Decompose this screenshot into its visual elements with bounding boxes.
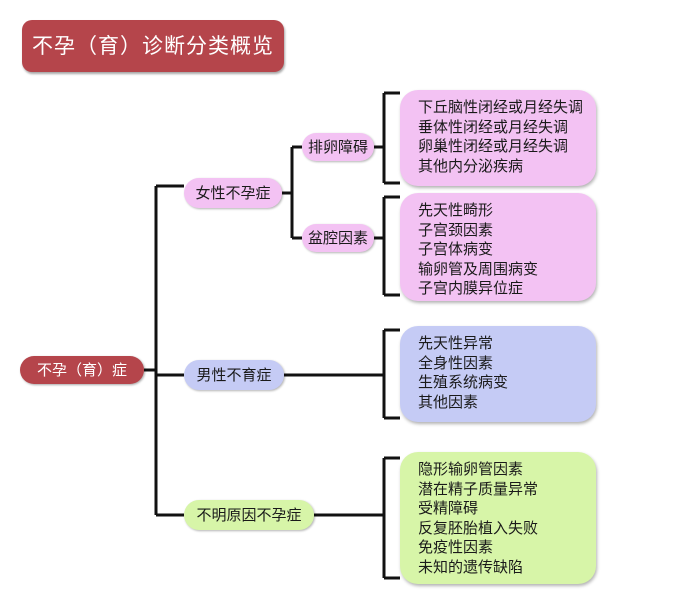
ovulation-causes-list: 下丘脑性闭经或月经失调 垂体性闭经或月经失调 卵巢性闭经或月经失调 其他内分泌疾… [400, 90, 596, 186]
list-item: 子宫内膜异位症 [418, 279, 524, 297]
unexplained-infertility-node: 不明原因不孕症 [184, 500, 314, 530]
list-item: 隐形输卵管因素 [418, 460, 524, 478]
list-item: 全身性因素 [418, 353, 494, 372]
male-causes-list: 先天性异常 全身性因素 生殖系统病变 其他因素 [400, 326, 596, 422]
pelvic-factor-node: 盆腔因素 [302, 224, 374, 252]
list-item: 反复胚胎植入失败 [418, 518, 539, 537]
list-item: 受精障碍 [418, 499, 479, 517]
male-infertility-node: 男性不育症 [184, 360, 284, 390]
list-item: 先天性异常 [418, 334, 494, 352]
pelvic-causes-list: 先天性畸形 子宫颈因素 子宫体病变 输卵管及周围病变 子宫内膜异位症 [400, 193, 596, 301]
list-item: 其他内分泌疾病 [418, 156, 524, 175]
root-node: 不孕（育）症 [20, 356, 144, 384]
list-item: 子宫颈因素 [418, 220, 494, 239]
unexplained-causes-list: 隐形输卵管因素 潜在精子质量异常 受精障碍 反复胚胎植入失败 免疫性因素 未知的… [400, 452, 596, 584]
list-item: 其他因素 [418, 392, 479, 411]
list-item: 下丘脑性闭经或月经失调 [418, 98, 584, 116]
list-item: 输卵管及周围病变 [418, 259, 539, 278]
list-item: 卵巢性闭经或月经失调 [418, 137, 569, 155]
list-item: 未知的遗传缺陷 [418, 557, 524, 576]
list-item: 先天性畸形 [418, 201, 494, 219]
female-infertility-node: 女性不孕症 [184, 178, 282, 208]
list-item: 免疫性因素 [418, 538, 494, 556]
page-title: 不孕（育）诊断分类概览 [22, 20, 284, 72]
list-item: 子宫体病变 [418, 240, 494, 258]
list-item: 潜在精子质量异常 [418, 479, 539, 498]
list-item: 生殖系统病变 [418, 373, 509, 391]
ovulation-disorder-node: 排卵障碍 [302, 133, 374, 161]
list-item: 垂体性闭经或月经失调 [418, 117, 569, 136]
